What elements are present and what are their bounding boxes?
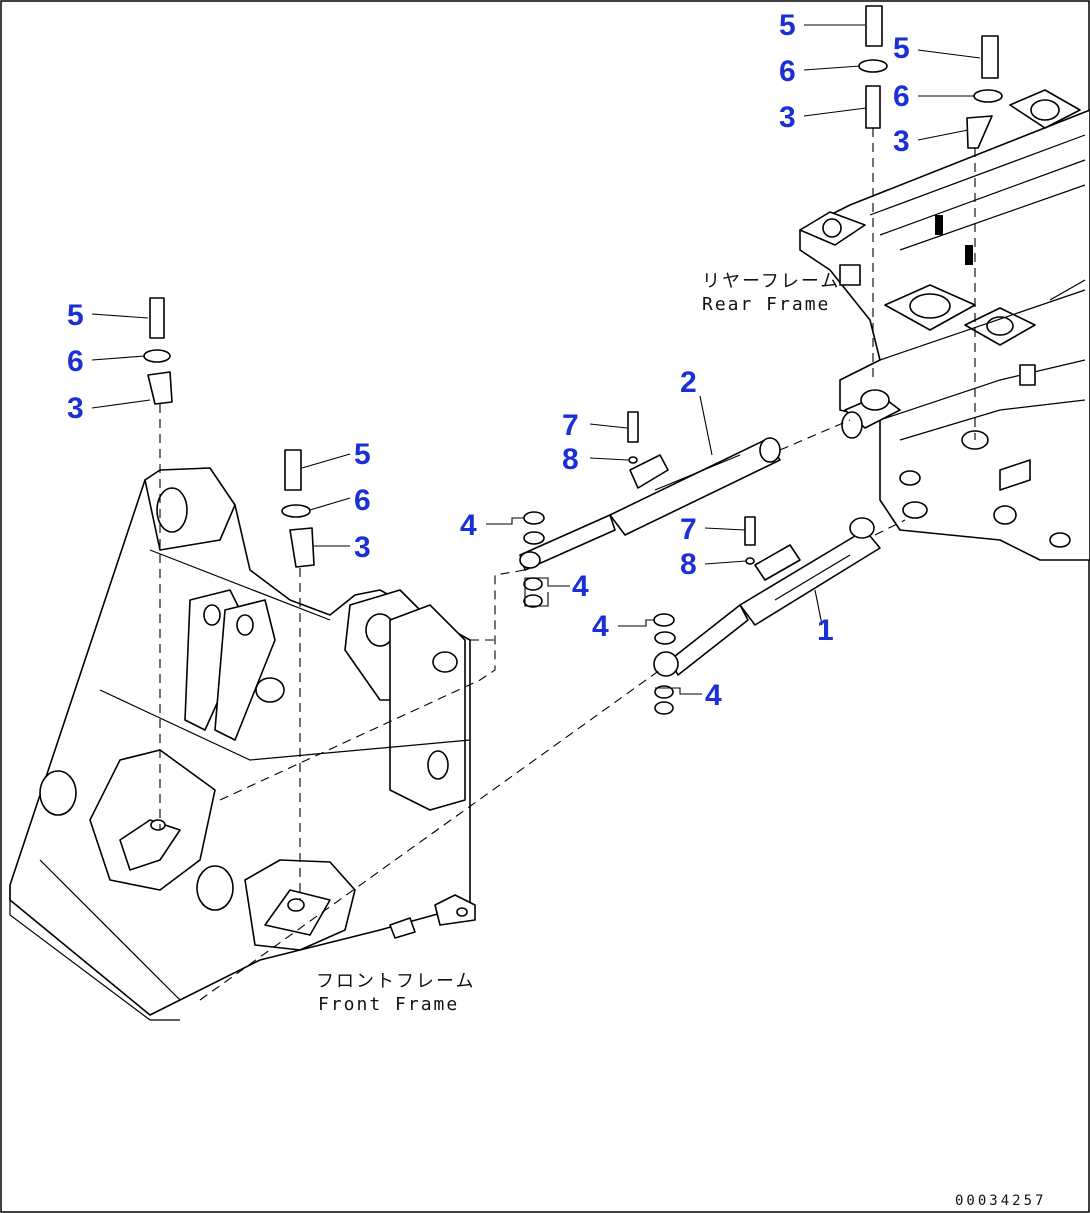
hardware-set-top-2 <box>966 35 1003 149</box>
rear-frame <box>799 89 1090 561</box>
hardware-set-left <box>143 297 173 405</box>
callout-5: 5 <box>893 32 910 65</box>
callout-7: 7 <box>680 513 697 546</box>
rear-frame-label-jp: リヤーフレーム <box>702 271 840 292</box>
callout-3: 3 <box>779 101 796 134</box>
steering-cylinder-1 <box>653 517 881 677</box>
document-number: 00034257 <box>955 1193 1046 1209</box>
grease-fittings <box>627 411 756 565</box>
callout-5: 5 <box>354 438 371 471</box>
callout-3: 3 <box>67 392 84 425</box>
callout-4: 4 <box>592 610 609 643</box>
callout-6: 6 <box>779 55 796 88</box>
callout-5: 5 <box>779 9 796 42</box>
callout-4: 4 <box>705 679 722 712</box>
leader-lines <box>91 24 981 695</box>
callout-2: 2 <box>680 366 697 399</box>
callout-labels: 5 6 3 5 6 3 2 7 8 4 4 7 8 1 4 4 5 6 3 5 … <box>67 9 910 712</box>
shims <box>523 511 676 715</box>
callout-6: 6 <box>893 80 910 113</box>
front-frame-label-en: Front Frame <box>318 994 459 1015</box>
callout-8: 8 <box>562 443 579 476</box>
hardware-set-center <box>281 449 315 568</box>
callout-4: 4 <box>460 509 477 542</box>
callout-5: 5 <box>67 299 84 332</box>
callout-8: 8 <box>680 548 697 581</box>
hardware-set-top-1 <box>858 5 888 129</box>
steering-cylinder-2 <box>519 437 781 571</box>
callout-6: 6 <box>67 345 84 378</box>
callout-3: 3 <box>354 531 371 564</box>
callout-6: 6 <box>354 484 371 517</box>
alignment-lines <box>159 128 976 1001</box>
callout-1: 1 <box>817 614 834 647</box>
callout-7: 7 <box>562 409 579 442</box>
callout-3: 3 <box>893 125 910 158</box>
rear-frame-label-en: Rear Frame <box>702 294 830 315</box>
front-frame <box>9 467 476 1021</box>
callout-4: 4 <box>572 570 589 603</box>
front-frame-label-jp: フロントフレーム <box>316 971 475 992</box>
